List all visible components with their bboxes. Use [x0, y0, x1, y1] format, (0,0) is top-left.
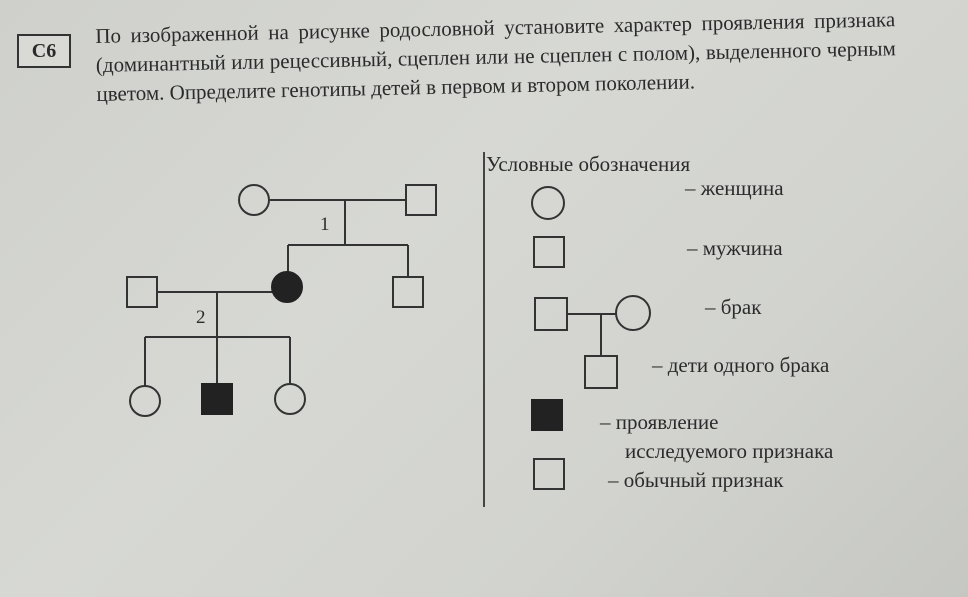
affected-daughter-circle [271, 271, 303, 303]
legend-normal-label: – обычный признак [608, 468, 784, 492]
daughter-left-circle [129, 385, 161, 417]
legend-male-label: – мужчина [687, 236, 783, 260]
son-gen1-square [392, 276, 424, 308]
legend-marriage-female-icon [615, 295, 651, 331]
affected-son-square [201, 383, 233, 415]
generation-label-2: 2 [196, 307, 206, 328]
legend-child-icon [584, 355, 618, 389]
legend-title: Условные обозначения [486, 152, 691, 176]
legend-normal-icon [533, 458, 565, 490]
grandmother-circle [238, 184, 270, 216]
legend-female-label: – женщина [685, 176, 784, 200]
legend-trait-label-line2: исследуемого признака [625, 439, 834, 463]
generation-label-1: 1 [320, 214, 330, 235]
legend-children-label: – дети одного брака [652, 353, 830, 377]
task-number-box: С6 [17, 34, 71, 68]
daughter-right-circle [274, 383, 306, 415]
legend-marriage-label: – брак [705, 295, 762, 319]
divider-line [483, 152, 485, 507]
task-number: С6 [31, 39, 57, 62]
husband-square [126, 276, 158, 308]
legend-trait-label-line1: – проявление [600, 410, 719, 434]
legend-male-icon [533, 236, 565, 268]
legend-affected-icon [531, 399, 563, 431]
legend-female-icon [531, 186, 565, 220]
grandfather-square [405, 184, 437, 216]
legend-marriage-male-icon [534, 297, 568, 331]
